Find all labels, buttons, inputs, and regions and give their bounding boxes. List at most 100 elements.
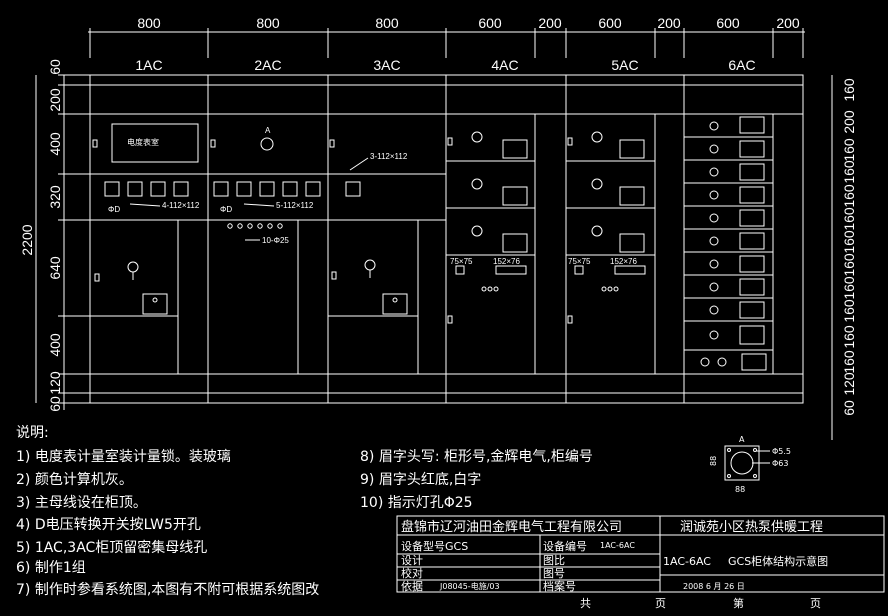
right-dim: 160 [841,299,857,323]
hole-label: 4-112×112 [162,201,200,210]
right-dim: 60 [841,400,857,416]
left-dim: 400 [47,132,63,156]
total-height: 2200 [19,224,35,255]
right-dim: 160 [841,350,857,374]
detail-d1: Φ5.5 [772,447,791,456]
top-dim: 800 [137,15,161,31]
left-dim: 200 [47,88,63,112]
archive-label: 档案号 [543,579,576,593]
top-dimensions: 800 800 800 600 200 600 200 600 200 [88,15,805,58]
right-dim: 200 [841,110,857,134]
cabinet-name: 5AC [611,57,638,73]
company-name: 盘锦市辽河油田金辉电气工程有限公司 [401,519,622,535]
sheet-label: 图号 [543,567,565,580]
top-dim: 200 [538,15,562,31]
basis-label: 依据 [401,579,423,593]
notes-title: 说明: [16,425,49,441]
cabinet-3ac-details: 3-112×112 [329,139,408,315]
note-item: 1) 电度表计量室装计量锁。装玻璃 [16,448,231,465]
basis-value: J08045-电施/03 [439,581,500,591]
cabinet-1ac-details: 电度表室 ΦD 4-112×112 [92,123,200,315]
top-dim: 600 [598,15,622,31]
cabinet-5ac-details: 75×75 152×76 [567,131,646,324]
right-dimensions: 160 200 160 160 160 160 160 160 160 160 … [831,75,857,440]
cabinet-4ac-details: 75×75 152×76 [447,131,528,324]
left-dim: 640 [47,256,63,280]
right-dim: 120 [841,372,857,396]
left-dim: 60 [47,396,63,412]
title-block: 盘锦市辽河油田金辉电气工程有限公司 润诚苑小区热泵供暖工程 设备型号GCS 设备… [396,515,885,610]
right-dim: 160 [841,230,857,254]
top-dim: 800 [375,15,399,31]
drawing-date: 2008 6 月 26 日 [683,582,745,591]
check-label: 校对 [401,566,423,580]
top-dim: 800 [256,15,280,31]
cabinet-range: 1AC-6AC [663,555,711,568]
right-dim: 160 [841,253,857,277]
hole-label: 3-112×112 [370,152,408,161]
model-label: 设备型号GCS [401,539,468,553]
note-item: 6) 制作1组 [16,560,86,576]
hole-label: 5-112×112 [276,201,314,210]
cabinet-name: 4AC [491,57,518,73]
right-dim: 160 [841,325,857,349]
notes: 说明: 1) 电度表计量室装计量锁。装玻璃 2) 颜色计算机灰。 3) 主母线设… [16,425,593,598]
meter-box-label: 电度表室 [127,137,159,147]
top-dim: 200 [657,15,681,31]
page-label-2: 页 [810,597,821,610]
cabinet-name: 3AC [373,57,400,73]
top-dim: 200 [776,15,800,31]
rect-hole-label: 152×76 [493,257,520,266]
right-dim: 160 [841,184,857,208]
note-item: 5) 1AC,3AC柜顶留密集母线孔 [16,539,207,556]
rect-hole-label: 152×76 [610,257,637,266]
code-value: 1AC-6AC [600,541,635,550]
cabinet-2ac-details: A ΦD 5-112×112 10-Φ25 [210,126,321,245]
note-item: 8) 眉字头写: 柜形号,金辉电气,柜编号 [360,449,593,465]
left-dim: 400 [47,333,63,357]
note-item: 7) 制作时参看系统图,本图有不附可根据系统图改 [16,581,319,598]
drawing-title: GCS柜体结构示意图 [728,554,828,568]
right-dim: 160 [841,207,857,231]
cabinet-6ac-details [700,116,767,371]
project-name: 润诚苑小区热泵供暖工程 [680,520,823,535]
right-dim: 160 [841,78,857,102]
total-label: 共 [580,597,591,610]
code-label: 设备编号 [543,539,587,553]
cabinet-frame [89,74,804,404]
lamp-hole-label: 10-Φ25 [262,236,289,245]
note-item: 9) 眉字头红底,白字 [360,472,481,488]
ammeter-label: A [265,126,271,135]
left-dim: 120 [47,371,63,395]
left-dim: 60 [47,59,63,75]
right-dim: 160 [841,276,857,300]
cabinet-name: 6AC [728,57,755,73]
left-dim: 320 [47,185,63,209]
note-item: 3) 主母线设在柜顶。 [16,495,147,511]
meter-cutout-detail: A Φ5.5 Φ63 88 88 [709,435,791,494]
d-switch-label: ΦD [220,205,232,214]
right-dim: 160 [841,160,857,184]
design-label: 设计 [401,554,423,567]
square-hole-label: 75×75 [568,257,591,266]
note-item: 4) D电压转换开关按LW5开孔 [16,516,201,533]
d-switch-label: ΦD [108,205,120,214]
right-dim: 160 [841,138,857,162]
left-dimensions: 60 200 400 320 640 400 120 60 2200 [19,59,90,412]
cabinet-name: 1AC [135,57,162,73]
square-hole-label: 75×75 [450,257,473,266]
detail-d2: Φ63 [772,459,788,468]
scale-label: 图比 [543,554,565,567]
detail-a-label: A [739,435,745,444]
top-dim: 600 [716,15,740,31]
note-item: 10) 指示灯孔Φ25 [360,495,473,511]
detail-w: 88 [735,485,745,494]
note-item: 2) 颜色计算机灰。 [16,471,133,488]
cabinet-names: 1AC 2AC 3AC 4AC 5AC 6AC [135,57,755,73]
top-dim: 600 [478,15,502,31]
sheet-no-label: 第 [733,596,744,610]
cabinet-name: 2AC [254,57,281,73]
detail-h: 88 [709,456,718,466]
page-label: 页 [655,597,666,610]
